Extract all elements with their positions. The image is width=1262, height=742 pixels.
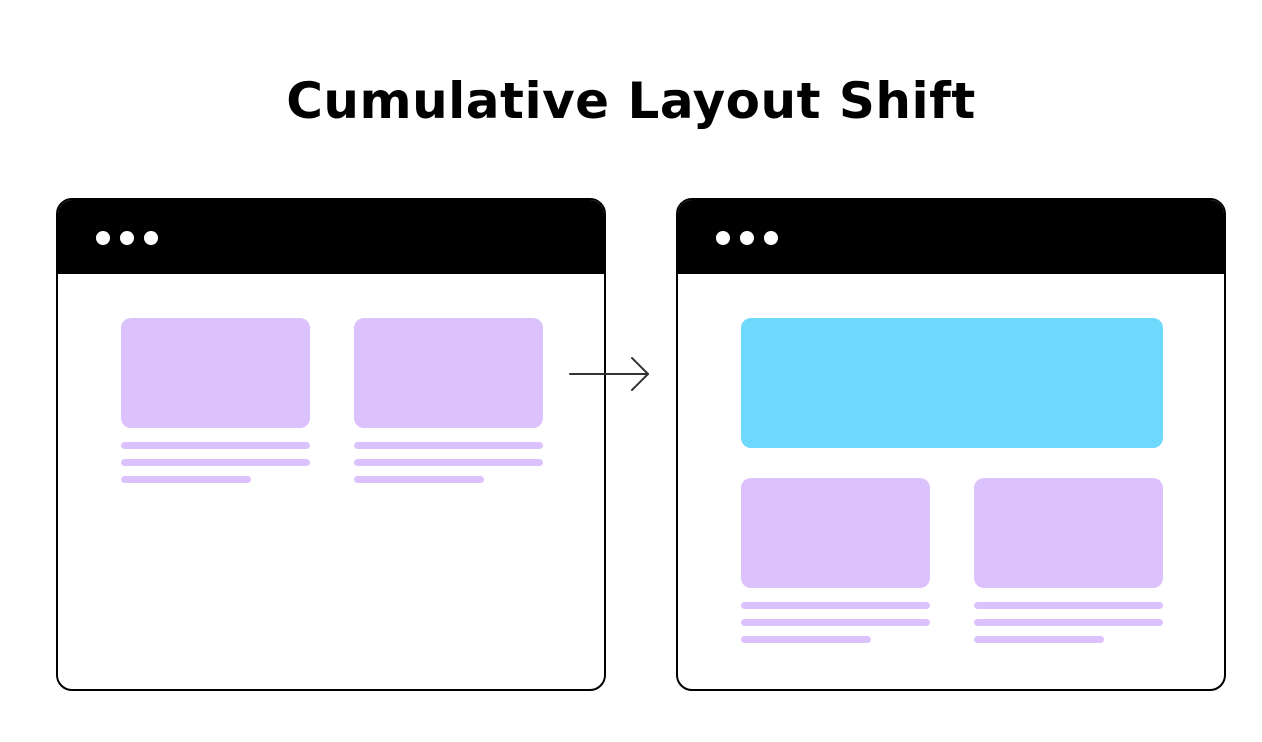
browser-window-before: [56, 198, 606, 691]
window-dot-icon: [144, 231, 158, 245]
window-dot-icon: [120, 231, 134, 245]
card-image-placeholder: [741, 478, 930, 588]
card-text-line: [121, 459, 310, 466]
card-image-placeholder: [354, 318, 543, 428]
card-image-placeholder: [974, 478, 1163, 588]
window-dot-icon: [740, 231, 754, 245]
card-text-line: [121, 442, 310, 449]
card-image-placeholder: [121, 318, 310, 428]
card-text-line: [741, 619, 930, 626]
card-text-line: [354, 476, 484, 483]
card-text-line: [974, 636, 1104, 643]
card-text-line: [741, 636, 871, 643]
card-text-line: [741, 602, 930, 609]
window-dot-icon: [764, 231, 778, 245]
inserted-banner-placeholder: [741, 318, 1163, 448]
card-text-line: [354, 459, 543, 466]
window-titlebar: [58, 200, 604, 274]
arrow-right-icon: [569, 357, 649, 391]
browser-window-after: [676, 198, 1226, 691]
card-text-line: [974, 602, 1163, 609]
card-text-line: [121, 476, 251, 483]
card-text-line: [354, 442, 543, 449]
window-titlebar: [678, 200, 1224, 274]
card-text-line: [974, 619, 1163, 626]
window-dot-icon: [716, 231, 730, 245]
window-dot-icon: [96, 231, 110, 245]
diagram-title: Cumulative Layout Shift: [286, 72, 976, 130]
